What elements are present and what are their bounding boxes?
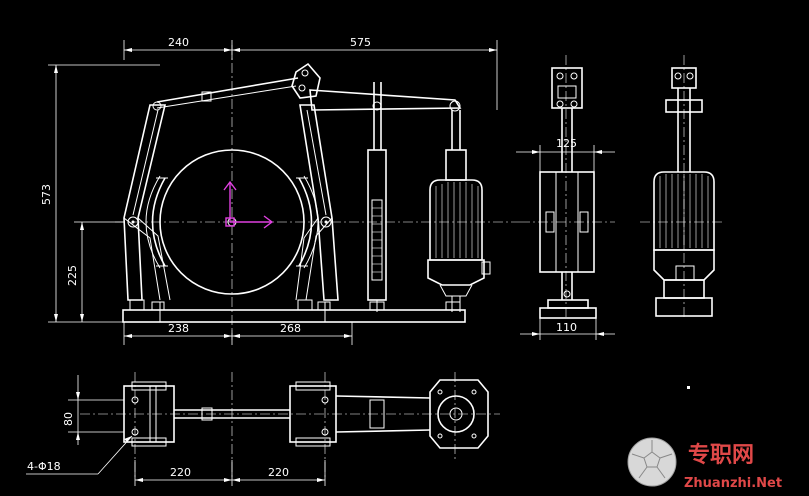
soccer-ball-logo	[627, 437, 677, 487]
right-brake-arm	[299, 104, 339, 301]
dim-pivot	[74, 221, 125, 322]
side-view-2	[640, 55, 725, 320]
thruster-motor	[429, 179, 483, 261]
dim-bottom	[123, 322, 353, 345]
dim-top	[123, 40, 498, 110]
dim-base-right-label: 268	[280, 322, 301, 335]
main-lever	[309, 89, 462, 111]
dim-plan-right-label: 220	[268, 466, 289, 479]
base-plate	[122, 309, 466, 323]
dim-plan-left-label: 220	[170, 466, 191, 479]
brake-drum	[159, 149, 305, 295]
left-brake-arm	[123, 104, 167, 301]
dim-height-label: 573	[40, 184, 53, 205]
dim-base-left-label: 238	[168, 322, 189, 335]
dim-holes-label: 4-Φ18	[27, 460, 61, 473]
tie-rod	[156, 77, 299, 103]
dim-plan-width-label: 80	[62, 412, 75, 426]
side-view-1: 125 110	[516, 55, 615, 340]
watermark-brand-cn: 专职网	[688, 442, 754, 468]
dim-left	[48, 64, 160, 323]
dim-side-width-label: 125	[556, 137, 577, 150]
pivot-plate	[291, 62, 321, 99]
plan-view: 80 4-Φ18 220 220	[26, 372, 500, 486]
spring-column	[367, 149, 387, 301]
watermark-brand-en: Zhuanzhi.Net	[684, 476, 782, 491]
dim-top-left-label: 240	[168, 36, 189, 49]
stray-point	[687, 386, 690, 389]
watermark: 专职网 Zhuanzhi.Net	[627, 437, 782, 491]
ucs-axis-icon	[223, 180, 274, 229]
front-view: 240 575 573 225 2	[40, 36, 520, 345]
dim-top-right-label: 575	[350, 36, 371, 49]
dim-pivot-label: 225	[66, 265, 79, 286]
dim-side-base-label: 110	[556, 321, 577, 334]
